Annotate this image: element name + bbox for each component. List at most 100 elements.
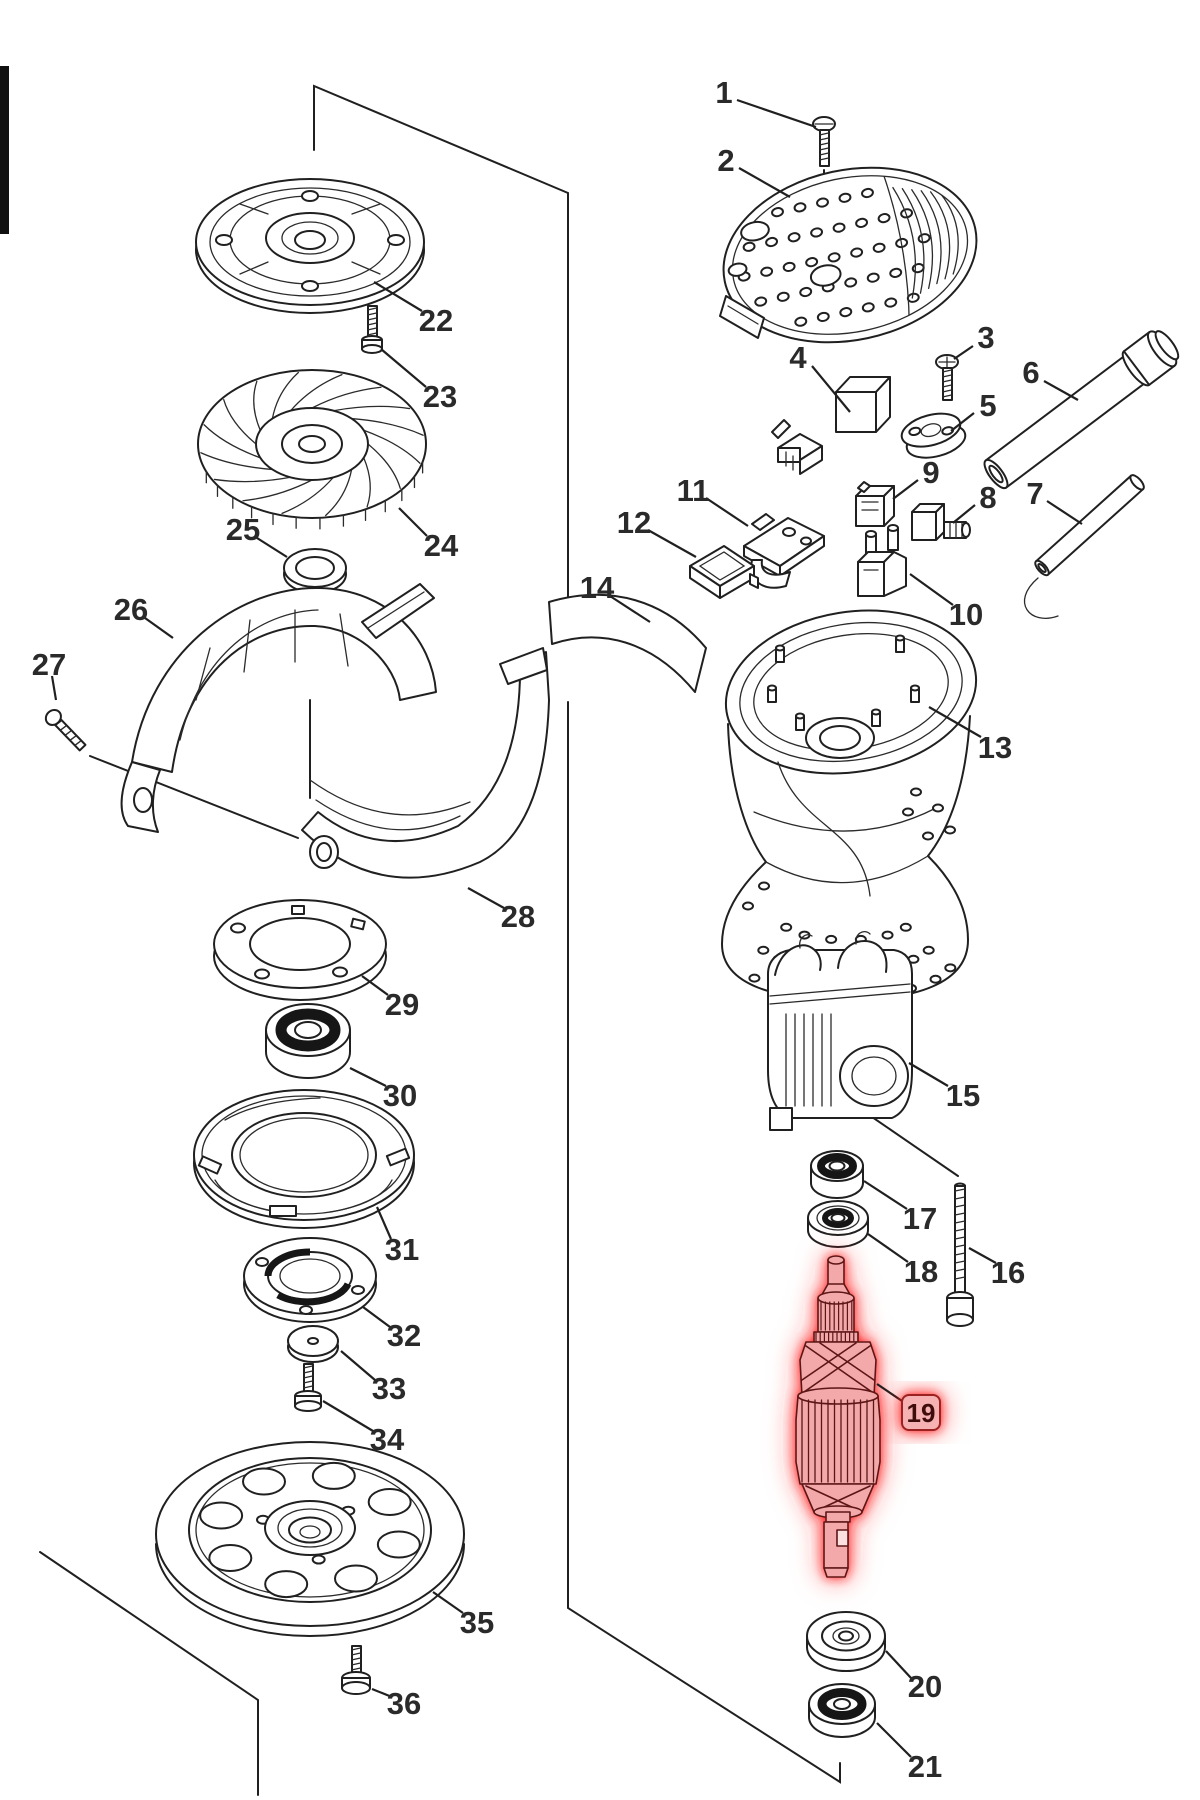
leader-line-30 bbox=[349, 1067, 387, 1087]
part-label-5: 5 bbox=[979, 388, 996, 423]
leader-line-29 bbox=[361, 975, 389, 996]
part-label-4: 4 bbox=[789, 340, 807, 375]
leader-line-6 bbox=[1043, 380, 1079, 401]
leader-line-12 bbox=[647, 529, 697, 558]
leader-line-27 bbox=[50, 675, 58, 701]
part-6-handle-drawing bbox=[983, 330, 1180, 490]
part-28-housing-drawing bbox=[301, 647, 550, 879]
leader-line-14 bbox=[609, 595, 651, 623]
leader-line-23 bbox=[380, 348, 427, 388]
part-label-16: 16 bbox=[991, 1255, 1025, 1290]
part-label-6: 6 bbox=[1022, 355, 1039, 390]
leader-line-13 bbox=[928, 706, 982, 738]
leader-line-18 bbox=[867, 1233, 909, 1263]
part-label-9: 9 bbox=[922, 455, 939, 490]
part-27-screw-drawing bbox=[44, 708, 87, 752]
leader-line-8 bbox=[952, 504, 976, 524]
leader-line-36 bbox=[371, 1687, 393, 1699]
leader-line-19 bbox=[876, 1383, 906, 1404]
part-35-pad-drawing bbox=[155, 1441, 465, 1637]
part-label-31: 31 bbox=[385, 1232, 419, 1267]
part-label-14: 14 bbox=[580, 570, 615, 605]
part-4-block-drawing bbox=[771, 376, 891, 475]
part-25-washer-drawing bbox=[283, 548, 347, 594]
page-edge-bar bbox=[0, 66, 9, 234]
part-34-screw-drawing bbox=[294, 1363, 322, 1412]
leader-line-20 bbox=[885, 1650, 912, 1679]
part-3-screw-drawing bbox=[935, 354, 959, 401]
leader-line-31 bbox=[375, 1206, 393, 1240]
part-21-bearing-drawing bbox=[808, 1683, 876, 1738]
leader-line-24 bbox=[398, 507, 428, 537]
leader-line-15 bbox=[908, 1062, 949, 1087]
leader-line-25 bbox=[256, 537, 288, 558]
part-label-33: 33 bbox=[372, 1371, 406, 1406]
part-label-29: 29 bbox=[385, 987, 419, 1022]
part-33-washer-drawing bbox=[287, 1325, 339, 1363]
leader-line-35 bbox=[432, 1591, 464, 1614]
part-19-armature-highlighted bbox=[795, 1255, 881, 1578]
part-label-22: 22 bbox=[419, 303, 453, 338]
leader-line-21 bbox=[876, 1722, 912, 1758]
part-22-drawing bbox=[195, 178, 425, 314]
part-9-switch-drawing bbox=[855, 481, 895, 527]
part-26-housing-drawing bbox=[120, 583, 437, 833]
leader-line-28 bbox=[467, 887, 505, 909]
part-label-23: 23 bbox=[423, 379, 457, 414]
part-label-19: 19 bbox=[907, 1398, 936, 1428]
part-label-24: 24 bbox=[424, 528, 459, 563]
part-label-30: 30 bbox=[383, 1078, 417, 1113]
part-label-35: 35 bbox=[460, 1605, 494, 1640]
part-label-20: 20 bbox=[908, 1669, 942, 1704]
part-label-34: 34 bbox=[370, 1422, 405, 1457]
leader-line-17 bbox=[863, 1180, 908, 1210]
part-24-fan-drawing bbox=[197, 369, 427, 530]
part-18-bearing-drawing bbox=[807, 1200, 869, 1248]
leader-line-11 bbox=[705, 497, 749, 527]
part-16-bolt-drawing bbox=[946, 1182, 974, 1327]
part-1-screw-drawing bbox=[812, 116, 836, 167]
part-label-32: 32 bbox=[387, 1318, 421, 1353]
part-label-10: 10 bbox=[949, 597, 983, 632]
part-13-housing-drawing bbox=[721, 609, 978, 1001]
part-8-connector-drawing bbox=[911, 503, 971, 541]
part-17-bearing-drawing bbox=[810, 1150, 864, 1199]
part-7-sleeve-drawing bbox=[1024, 474, 1145, 619]
part-12-plate-drawing bbox=[689, 545, 759, 599]
leader-line-7 bbox=[1046, 500, 1083, 525]
leader-line-22 bbox=[373, 281, 423, 312]
leader-line-1 bbox=[736, 98, 817, 129]
part-label-36: 36 bbox=[387, 1686, 421, 1721]
leader-line-26 bbox=[144, 617, 174, 639]
leader-lines bbox=[50, 98, 1083, 1758]
part-5-clamp-drawing bbox=[900, 412, 967, 459]
part-label-26: 26 bbox=[114, 592, 148, 627]
part-29-flange-drawing bbox=[213, 899, 387, 1001]
part-23-screw-drawing bbox=[361, 305, 383, 354]
part-30-bearing-drawing bbox=[265, 1003, 351, 1079]
part-label-25: 25 bbox=[226, 512, 260, 547]
leader-line-2 bbox=[738, 167, 791, 198]
leader-line-16 bbox=[968, 1247, 997, 1264]
part-label-2: 2 bbox=[717, 143, 734, 178]
part-label-11: 11 bbox=[677, 473, 710, 508]
part-label-18: 18 bbox=[904, 1254, 938, 1289]
part-label-3: 3 bbox=[977, 320, 994, 355]
part-label-13: 13 bbox=[978, 730, 1012, 765]
part-label-27: 27 bbox=[32, 647, 66, 682]
part-32-ring-drawing bbox=[243, 1237, 377, 1323]
part-36-screw-drawing bbox=[341, 1645, 371, 1695]
part-label-8: 8 bbox=[979, 480, 996, 515]
part-label-28: 28 bbox=[501, 899, 535, 934]
leader-line-4 bbox=[811, 365, 851, 413]
leader-line-5 bbox=[950, 412, 975, 432]
part-11-switch-drawing bbox=[743, 513, 825, 589]
part-20-washer-drawing bbox=[806, 1611, 886, 1672]
part-2-cover-drawing bbox=[719, 163, 978, 344]
part-10-terminal-drawing bbox=[857, 524, 907, 597]
part-label-21: 21 bbox=[908, 1749, 942, 1784]
leader-line-10 bbox=[909, 573, 954, 606]
part-31-ring-drawing bbox=[193, 1089, 415, 1229]
